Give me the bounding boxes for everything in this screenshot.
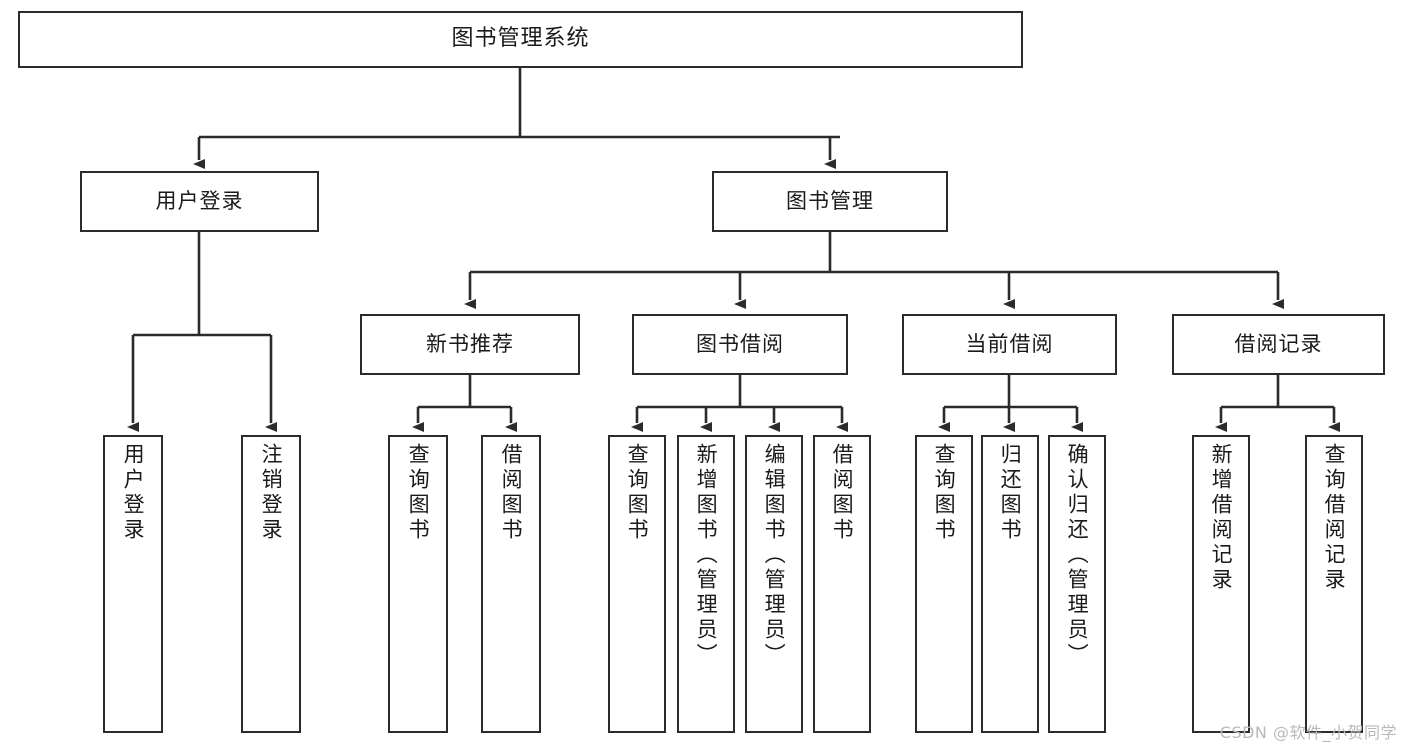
node-label: 查询图书 [406,443,431,543]
node-label: 图书管理 [786,188,874,213]
node-label: 新增借阅记录 [1209,443,1234,593]
leaf-borrow-borrow-book[interactable]: 借阅图书 [813,435,871,733]
leaf-borrow-add-book-admin[interactable]: 新增图书（管理员） [677,435,735,733]
csdn-watermark: CSDN @软件_小贺同学 [1219,723,1397,742]
node-label: 图书管理系统 [451,26,590,52]
leaf-recommend-query-book[interactable]: 查询图书 [388,435,448,733]
node-label: 当前借阅 [965,331,1054,356]
node-label: 图书借阅 [696,331,784,356]
node-book-borrow[interactable]: 图书借阅 [632,314,848,375]
node-label: 用户登录 [121,443,146,543]
node-label: 查询借阅记录 [1322,443,1347,593]
node-label: 借阅图书 [830,443,855,543]
node-current-borrow[interactable]: 当前借阅 [902,314,1117,375]
leaf-current-query-book[interactable]: 查询图书 [915,435,973,733]
node-label: 用户登录 [155,188,244,213]
node-label: 编辑图书（管理员） [762,443,787,668]
node-label: 注销登录 [259,443,284,543]
leaf-user-login[interactable]: 用户登录 [103,435,163,733]
leaf-record-query-record[interactable]: 查询借阅记录 [1305,435,1363,733]
node-label: 确认归还（管理员） [1065,443,1090,668]
leaf-current-return-book[interactable]: 归还图书 [981,435,1039,733]
node-label: 借阅记录 [1234,331,1323,356]
node-borrow-record[interactable]: 借阅记录 [1172,314,1385,375]
node-book-management[interactable]: 图书管理 [712,171,948,232]
node-label: 新书推荐 [426,331,514,356]
node-label: 查询图书 [625,443,650,543]
node-label: 查询图书 [932,443,957,543]
node-label: 借阅图书 [499,443,524,543]
node-new-book-recommend[interactable]: 新书推荐 [360,314,580,375]
node-label: 归还图书 [998,443,1023,543]
leaf-borrow-edit-book-admin[interactable]: 编辑图书（管理员） [745,435,803,733]
node-user-login[interactable]: 用户登录 [80,171,319,232]
leaf-current-confirm-return-admin[interactable]: 确认归还（管理员） [1048,435,1106,733]
leaf-recommend-borrow-book[interactable]: 借阅图书 [481,435,541,733]
leaf-record-add-record[interactable]: 新增借阅记录 [1192,435,1250,733]
node-root-system[interactable]: 图书管理系统 [18,11,1023,68]
leaf-borrow-query-book[interactable]: 查询图书 [608,435,666,733]
leaf-user-logout[interactable]: 注销登录 [241,435,301,733]
node-label: 新增图书（管理员） [694,443,719,668]
